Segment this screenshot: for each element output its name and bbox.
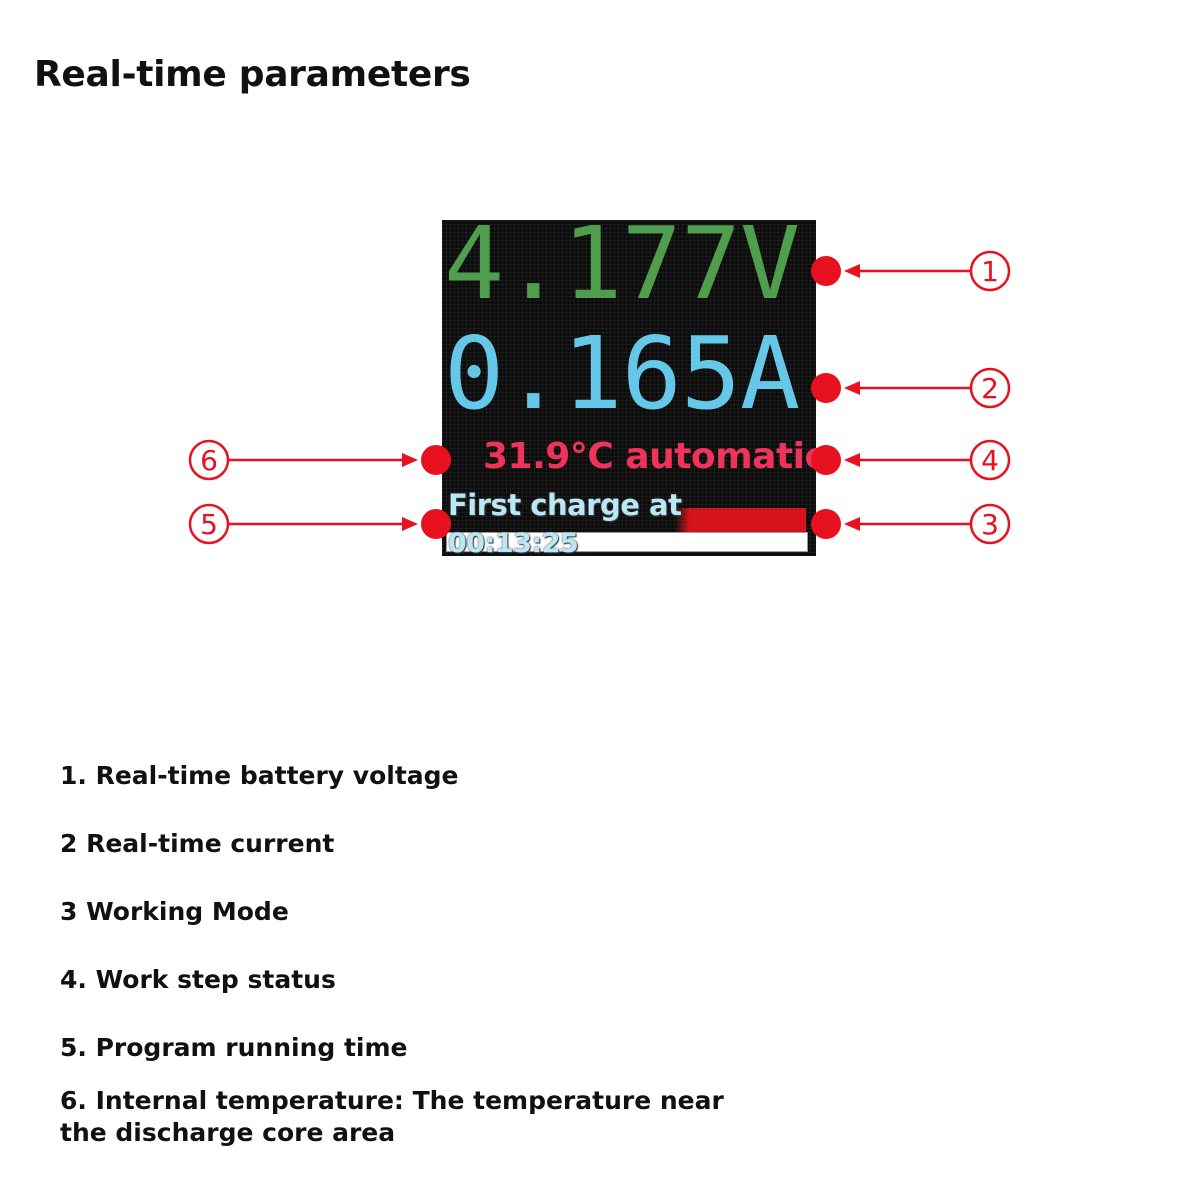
callout-running-time: 5	[188, 503, 451, 545]
callout-number-internal-temperature: 6	[200, 444, 218, 477]
callout-current: 2	[811, 367, 1011, 409]
callout-number-circle-current	[969, 367, 1011, 409]
callout-number-circle-step-status	[969, 439, 1011, 481]
callout-arrowhead-internal-temperature	[402, 453, 418, 467]
callout-number-circle-running-time	[188, 503, 230, 545]
callout-arrowhead-step-status	[844, 453, 860, 467]
callout-dot-current	[811, 373, 841, 403]
lcd-display: 4.177V 0.165A	[442, 220, 816, 556]
callout-arrowhead-running-time	[402, 517, 418, 531]
legend-item-running-time: 5. Program running time	[60, 1033, 408, 1062]
legend-item-current: 2 Real-time current	[60, 829, 335, 858]
callout-number-circle-voltage	[969, 250, 1011, 292]
legend-item-working-mode: 3 Working Mode	[60, 897, 289, 926]
current-readout: 0.165A	[444, 315, 800, 432]
progress-track	[446, 532, 808, 552]
work-step-label: First charge at	[448, 488, 682, 522]
voltage-readout: 4.177V	[444, 220, 800, 322]
callout-dot-step-status	[811, 445, 841, 475]
callout-arrowhead-working-mode	[844, 517, 860, 531]
legend-item-voltage: 1. Real-time battery voltage	[60, 761, 459, 790]
running-time-label: 00:13:25	[448, 528, 579, 559]
callout-number-circle-internal-temperature	[188, 439, 230, 481]
callout-dot-internal-temperature	[421, 445, 451, 475]
callout-number-circle-working-mode	[969, 503, 1011, 545]
callout-dot-voltage	[811, 256, 841, 286]
callout-number-voltage: 1	[981, 255, 999, 288]
callout-arrowhead-current	[844, 381, 860, 395]
callout-step-status: 4	[811, 439, 1011, 481]
callout-internal-temperature: 6	[188, 439, 451, 481]
callout-dot-running-time	[421, 509, 451, 539]
callout-number-running-time: 5	[200, 508, 218, 541]
callout-number-working-mode: 3	[981, 508, 999, 541]
callout-dot-working-mode	[811, 509, 841, 539]
callout-working-mode: 3	[811, 503, 1011, 545]
page-title: Real-time parameters	[34, 54, 471, 95]
callout-voltage: 1	[811, 250, 1011, 292]
temperature-mode-label: 31.9°C automatic	[483, 436, 826, 477]
work-step-bar	[442, 508, 806, 532]
callout-number-current: 2	[981, 372, 999, 405]
legend-item-internal-temperature: 6. Internal temperature: The temperature…	[60, 1086, 724, 1147]
callout-arrowhead-voltage	[844, 264, 860, 278]
callout-number-step-status: 4	[981, 444, 999, 477]
legend-item-step-status: 4. Work step status	[60, 965, 336, 994]
